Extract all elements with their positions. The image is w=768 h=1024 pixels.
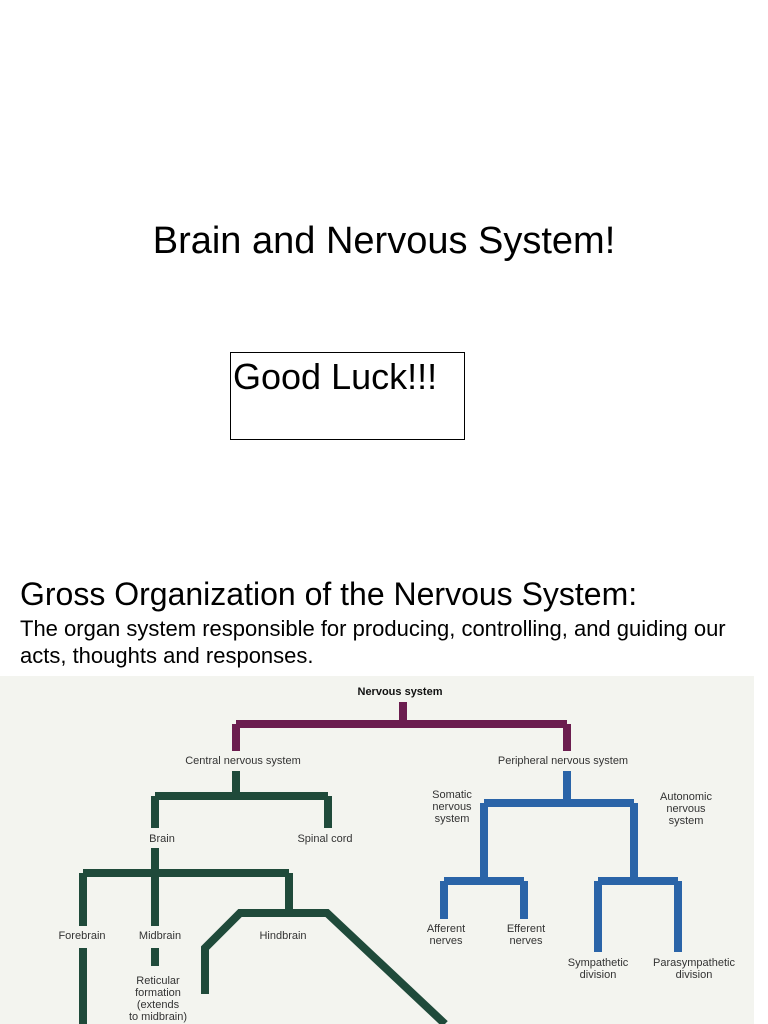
root-branch-lines [232, 702, 571, 751]
label-autonomic-1: Autonomic [660, 791, 712, 803]
label-somatic-2: nervous [432, 801, 472, 813]
label-autonomic-2: nervous [666, 803, 706, 815]
label-reticular-2: formation [135, 987, 181, 999]
diagram-svg: Nervous system Central nervous system Pe… [58, 686, 735, 1024]
good-luck-box: Good Luck!!! [230, 352, 465, 440]
label-reticular-3: (extends [137, 999, 180, 1011]
section-description: The organ system responsible for produci… [20, 616, 726, 668]
label-efferent-1: Efferent [507, 923, 545, 935]
label-nervous-system: Nervous system [358, 686, 443, 698]
slide-title: Brain and Nervous System! [152, 220, 616, 262]
label-sympathetic-1: Sympathetic [568, 957, 629, 969]
label-somatic-1: Somatic [432, 789, 472, 801]
peripheral-branch-lines [440, 771, 682, 952]
central-branch-lines [79, 771, 448, 1024]
label-somatic-3: system [435, 813, 470, 825]
label-peripheral: Peripheral nervous system [498, 755, 628, 767]
label-hindbrain: Hindbrain [259, 930, 306, 942]
label-afferent-2: nerves [429, 935, 463, 947]
label-central: Central nervous system [185, 755, 301, 767]
label-autonomic-3: system [669, 815, 704, 827]
label-sympathetic-2: division [580, 969, 617, 981]
label-midbrain: Midbrain [139, 930, 181, 942]
label-parasympathetic-2: division [676, 969, 713, 981]
good-luck-text: Good Luck!!! [233, 356, 438, 397]
nervous-system-diagram: Nervous system Central nervous system Pe… [0, 676, 754, 1024]
section-heading: Gross Organization of the Nervous System… [20, 576, 638, 612]
label-reticular-1: Reticular [136, 975, 180, 987]
label-spinal-cord: Spinal cord [297, 833, 352, 845]
label-parasympathetic-1: Parasympathetic [653, 957, 735, 969]
label-afferent-1: Afferent [427, 923, 465, 935]
label-forebrain: Forebrain [58, 930, 105, 942]
label-reticular-4: to midbrain) [129, 1011, 187, 1023]
label-brain: Brain [149, 833, 175, 845]
label-efferent-2: nerves [509, 935, 543, 947]
